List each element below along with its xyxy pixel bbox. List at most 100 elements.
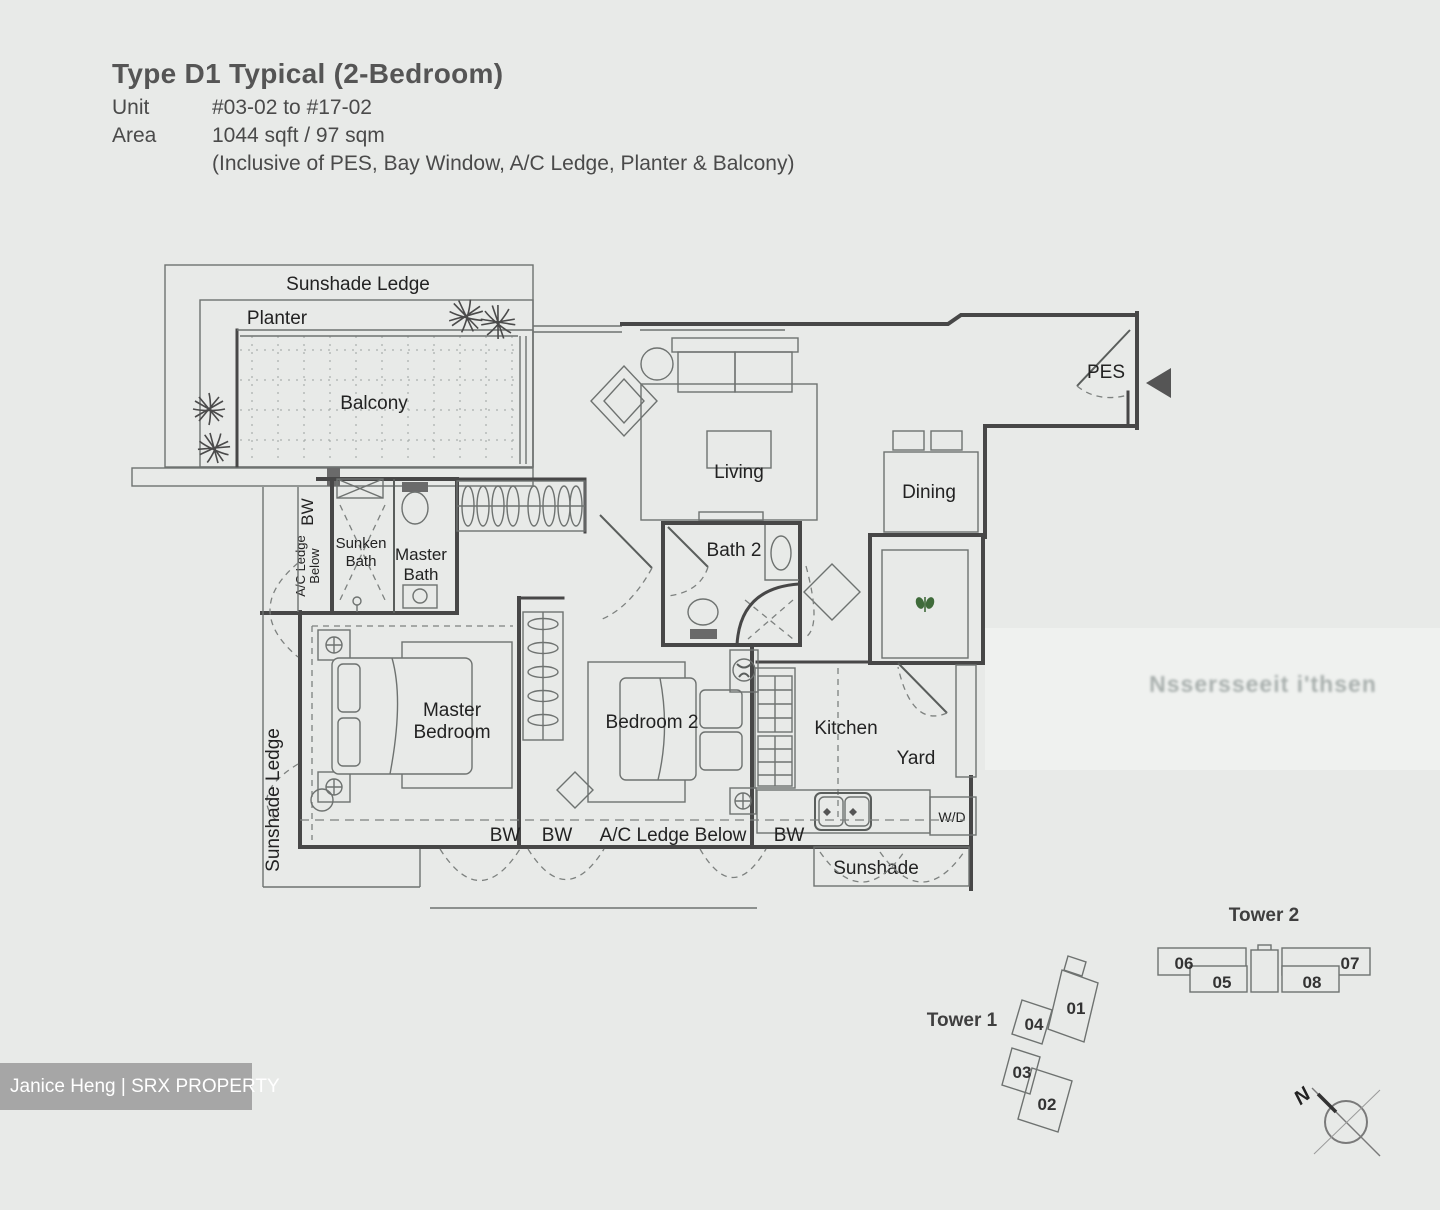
sofa-back [671, 337, 799, 353]
light-band [985, 628, 1440, 770]
tower1-label: Tower 1 [927, 1010, 998, 1031]
area-note: (Inclusive of PES, Bay Window, A/C Ledge… [212, 152, 795, 175]
area-label: Area [112, 124, 157, 147]
skylight-box [336, 478, 384, 499]
left-strip-lines [262, 487, 421, 888]
dining-zone: Dining [883, 430, 979, 554]
mbr-bed [331, 657, 473, 775]
side-table [640, 347, 674, 381]
yard-label: Yard [897, 748, 936, 769]
hanger-icon [476, 485, 490, 527]
armchair [590, 364, 658, 438]
pillow [699, 689, 743, 729]
window-line [533, 325, 622, 333]
column-marker-icon [325, 778, 343, 796]
tower2-unit-08 [1281, 965, 1340, 993]
hanger-icon [491, 485, 505, 527]
tower2-label: Tower 2 [1229, 905, 1299, 926]
living-label: Living [714, 462, 764, 483]
sunshade-ledge-top-label: Sunshade Ledge [286, 274, 430, 295]
area-row: Area 1044 sqft / 97 sqm [112, 124, 385, 148]
tower1-unit-04 [1011, 999, 1053, 1045]
unit-label: Unit [112, 96, 150, 119]
tower2-unit-05 [1189, 965, 1248, 993]
pes-zone: PES [1076, 329, 1171, 428]
yard-window [955, 664, 977, 778]
dining-label: Dining [902, 482, 956, 503]
corridor-door-arc [599, 567, 653, 621]
ac-ledge-vertical-1: A/C Ledge [293, 535, 308, 596]
sunken-bath-label-2: Bath [346, 553, 377, 570]
left-strip: Sunshade Ledge [262, 487, 421, 888]
blanket-fold [389, 657, 399, 775]
stool [556, 771, 594, 809]
bedroom2-zone: Bedroom 2 [556, 649, 759, 815]
balcony-glass-lines [237, 329, 534, 467]
plant-icon [192, 392, 226, 426]
tower2-unit-08-label: 08 [1303, 973, 1322, 992]
hanger-icon [527, 689, 559, 703]
hanger-icon [527, 713, 559, 727]
tower2-unit-07-label: 07 [1341, 954, 1360, 973]
sunshade-ledge-left-label: Sunshade Ledge [263, 728, 284, 872]
mbath-vanity [402, 584, 438, 609]
mbath-toilet [401, 491, 429, 525]
fan-swirl-icon [732, 658, 756, 682]
br2-blanket-fold [657, 677, 666, 781]
bottom-left-walls [298, 610, 973, 891]
tower1-unit-02-highlighted [1017, 1067, 1073, 1133]
hanger-icon [527, 641, 559, 655]
tower1-unit-03-label: 03 [1013, 1063, 1032, 1082]
kitchen-door-leaf [803, 563, 861, 621]
bath2-walls [661, 521, 802, 647]
shower-marks [744, 599, 794, 640]
plant-icon [480, 304, 516, 340]
kitchen-tall-cabinet [754, 667, 796, 789]
entry-door-leaf [1076, 329, 1131, 387]
bath2-zone: Bath 2 [661, 511, 802, 647]
entry-door-arc [1076, 385, 1129, 399]
tower1-unit-04-label: 04 [1025, 1015, 1044, 1034]
unit-value: #03-02 to #17-02 [212, 96, 372, 119]
sink-bowl [844, 796, 870, 827]
master-bedroom-label-1: Master [423, 700, 482, 721]
corridor-door-leaf [599, 514, 653, 569]
bath2-label: Bath 2 [707, 540, 762, 561]
appliance-grid [758, 676, 792, 732]
hanger-icon [527, 485, 541, 527]
master-bath-label-1: Master [395, 545, 447, 564]
sink-bowl [818, 796, 844, 827]
tower1-unit-01-label: 01 [1067, 999, 1086, 1018]
unit-row: Unit #03-02 to #17-02 [112, 96, 372, 120]
compass-north-label: N [1290, 1083, 1315, 1110]
washer-dryer [929, 796, 977, 836]
column-box [729, 787, 757, 815]
bath-block-walls [260, 477, 459, 615]
bw-label: BW [490, 825, 521, 846]
coffee-table [706, 430, 772, 469]
hs-plant-icon [915, 597, 935, 612]
tower2-keyplan: Tower 2 06 05 08 07 [1157, 905, 1371, 993]
hanger-icon [506, 485, 520, 527]
left-arcs [266, 562, 299, 823]
column-marker-icon [734, 792, 752, 810]
sunken-bath-label-1: Sunken [336, 535, 387, 552]
store-zone [868, 533, 985, 665]
column-marker-icon [325, 636, 343, 654]
dining-table [883, 451, 979, 533]
yard-door-leaf [897, 662, 948, 714]
balcony-grid [240, 336, 518, 464]
dining-chair [930, 430, 963, 451]
mbath-cistern [402, 482, 428, 492]
pes-label: PES [1087, 362, 1125, 383]
hanger-icon [527, 665, 559, 679]
hanger-icon [542, 485, 556, 527]
dining-chair [892, 430, 925, 451]
kitchen-zone: Kitchen Yard W/D [754, 563, 977, 836]
window-arcs [439, 848, 767, 882]
bw-label: BW [774, 825, 805, 846]
ac-ledge-below-label: A/C Ledge Below [600, 825, 747, 846]
master-bath-label-2: Bath [404, 565, 439, 584]
unit-walls [260, 311, 1139, 891]
